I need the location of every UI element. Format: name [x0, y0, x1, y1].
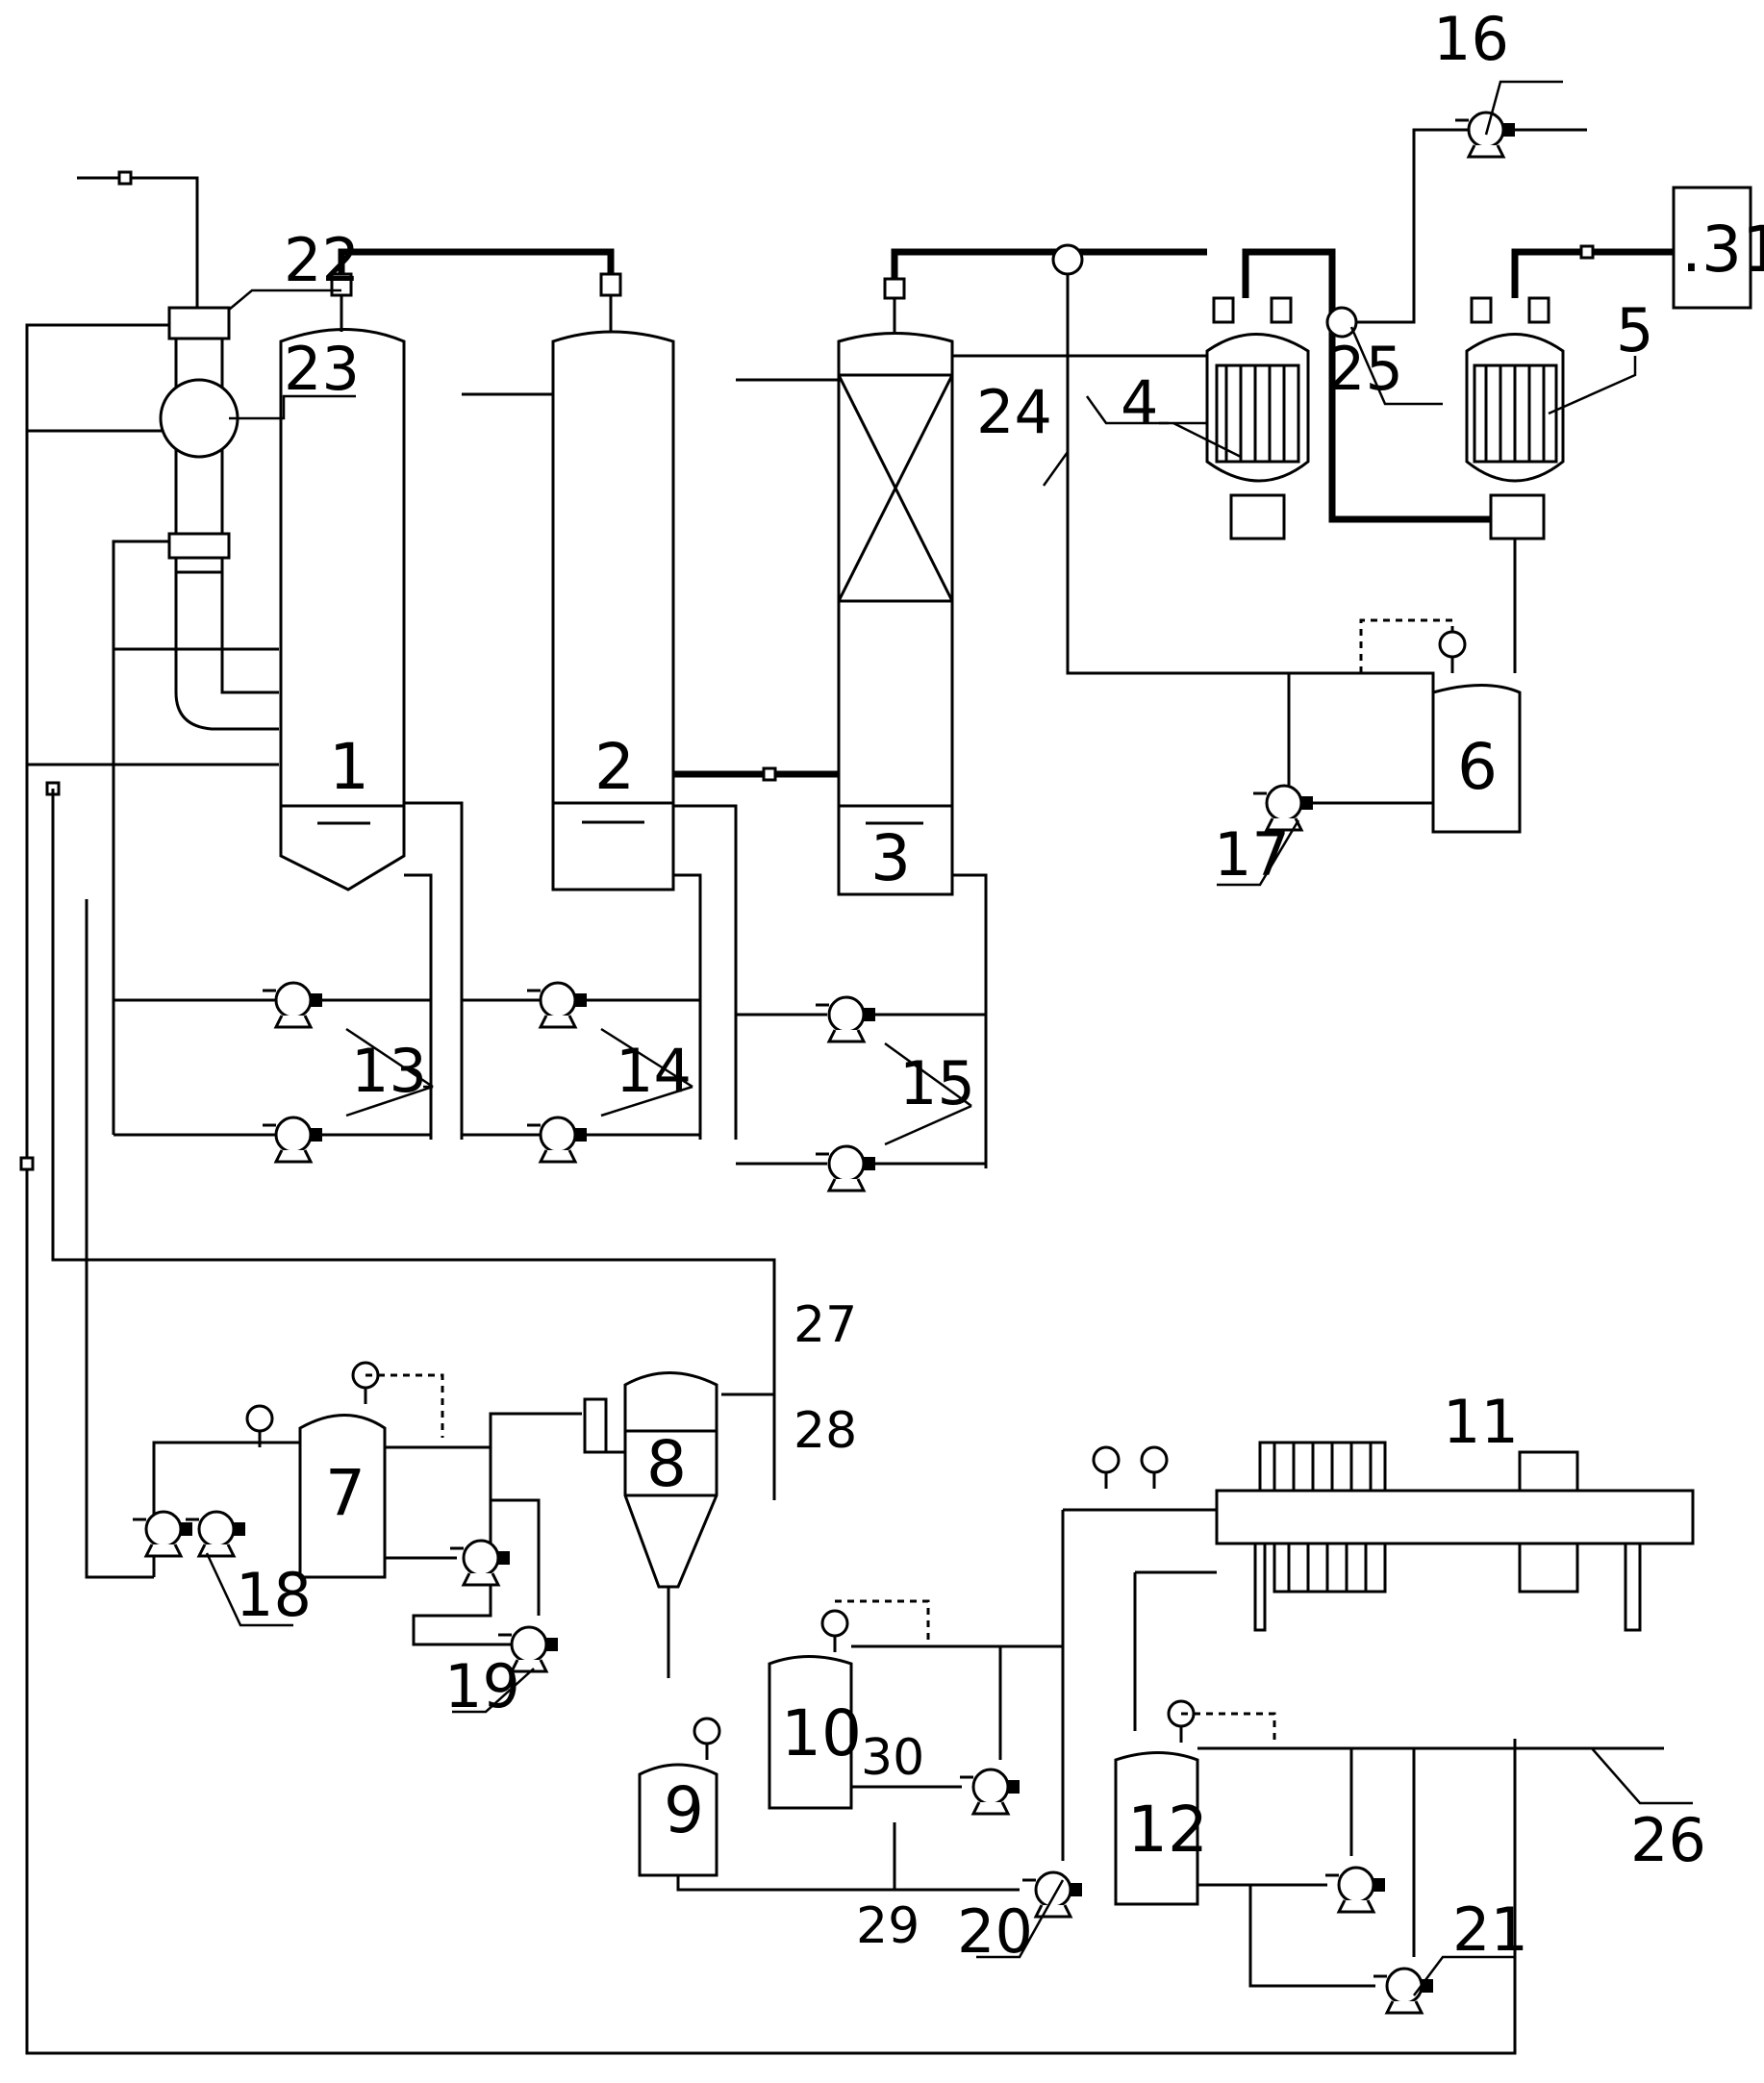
label-20: 20 [957, 1896, 1033, 1967]
tank-6: 6 [1431, 684, 1522, 834]
label-6: 6 [1457, 730, 1498, 804]
tank-9: 9 [638, 1763, 718, 1877]
tank-7: 7 [298, 1414, 387, 1579]
label-24: 24 [976, 377, 1052, 447]
reactor-4 [1205, 296, 1310, 540]
label-4: 4 [1121, 367, 1158, 438]
separator-8: 8 [583, 1371, 718, 1589]
label-10: 10 [781, 1696, 862, 1770]
label-16: 16 [1433, 4, 1509, 74]
label-28: 28 [794, 1402, 857, 1460]
label-3: 3 [870, 821, 911, 895]
label-19: 19 [444, 1651, 520, 1721]
tank-12: 12 [1114, 1751, 1208, 1906]
label-8: 8 [646, 1427, 687, 1501]
label-21: 21 [1452, 1895, 1528, 1965]
label-7: 7 [325, 1456, 365, 1530]
label-18: 18 [236, 1560, 312, 1630]
packed-tower-3: 3 [837, 277, 954, 896]
label-1: 1 [329, 730, 369, 804]
filter-press-11 [1215, 1441, 1695, 1632]
label-9: 9 [664, 1773, 704, 1847]
tank-10: 10 [768, 1655, 862, 1810]
pump-group-14 [462, 981, 700, 1164]
label-25: 25 [1327, 334, 1403, 404]
label-5: 5 [1616, 295, 1653, 365]
label-14: 14 [616, 1036, 692, 1106]
label-2: 2 [594, 730, 635, 804]
label-23: 23 [284, 334, 360, 404]
tank-2: 2 [551, 272, 675, 891]
leader-lines [205, 80, 1693, 1996]
label-22: 22 [284, 225, 360, 295]
pump-group-13 [113, 981, 431, 1164]
box-31 [1672, 186, 1752, 310]
label-30: 30 [861, 1729, 924, 1787]
labels: 22 23 13 14 15 24 4 25 5 16 17 18 19 20 … [236, 4, 1706, 1967]
label-31: .31 [1681, 213, 1764, 287]
label-27: 27 [794, 1296, 857, 1354]
label-15: 15 [899, 1048, 975, 1118]
label-12: 12 [1127, 1793, 1208, 1867]
label-29: 29 [856, 1897, 920, 1955]
label-17: 17 [1214, 819, 1290, 890]
absorption-column [77, 170, 279, 731]
label-26: 26 [1630, 1805, 1706, 1875]
label-13: 13 [351, 1036, 427, 1106]
pump-group-15 [736, 995, 986, 1192]
label-11: 11 [1443, 1387, 1519, 1457]
reactor-5 [1465, 296, 1565, 540]
